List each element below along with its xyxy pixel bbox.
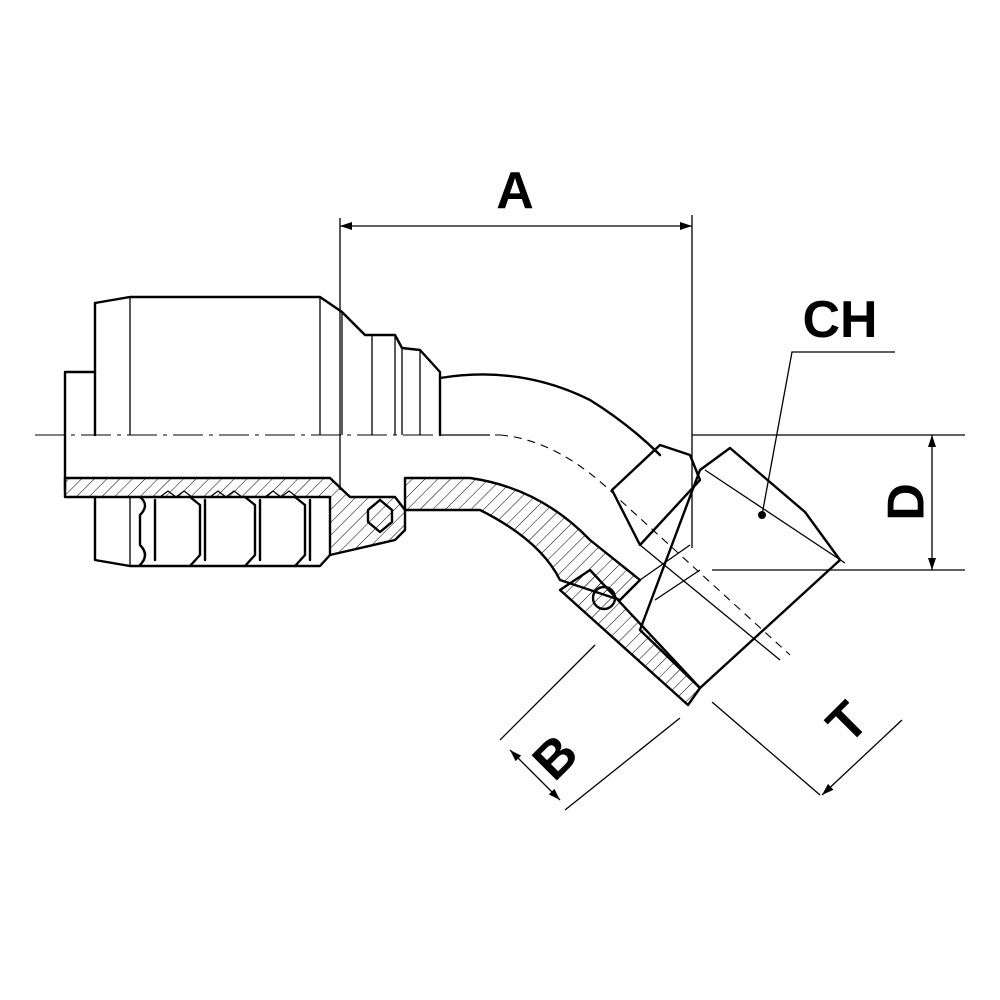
dim-ch-label: CH bbox=[802, 291, 877, 349]
dim-t-label: T bbox=[816, 691, 880, 755]
dim-d-label: D bbox=[878, 483, 936, 521]
socket-section-hatch bbox=[63, 476, 407, 557]
center-lines bbox=[35, 434, 791, 656]
dimension-t: T bbox=[711, 691, 903, 796]
dim-a-label: A bbox=[496, 162, 534, 220]
dimension-d: D bbox=[692, 434, 965, 571]
hose-socket bbox=[63, 295, 442, 568]
retaining-ball bbox=[591, 585, 617, 611]
hose-barbs bbox=[138, 490, 312, 568]
dimension-a: A bbox=[339, 162, 693, 548]
dimension-ch: CH bbox=[758, 291, 895, 519]
dim-b-label: B bbox=[522, 724, 590, 792]
bent-tube bbox=[403, 373, 662, 602]
